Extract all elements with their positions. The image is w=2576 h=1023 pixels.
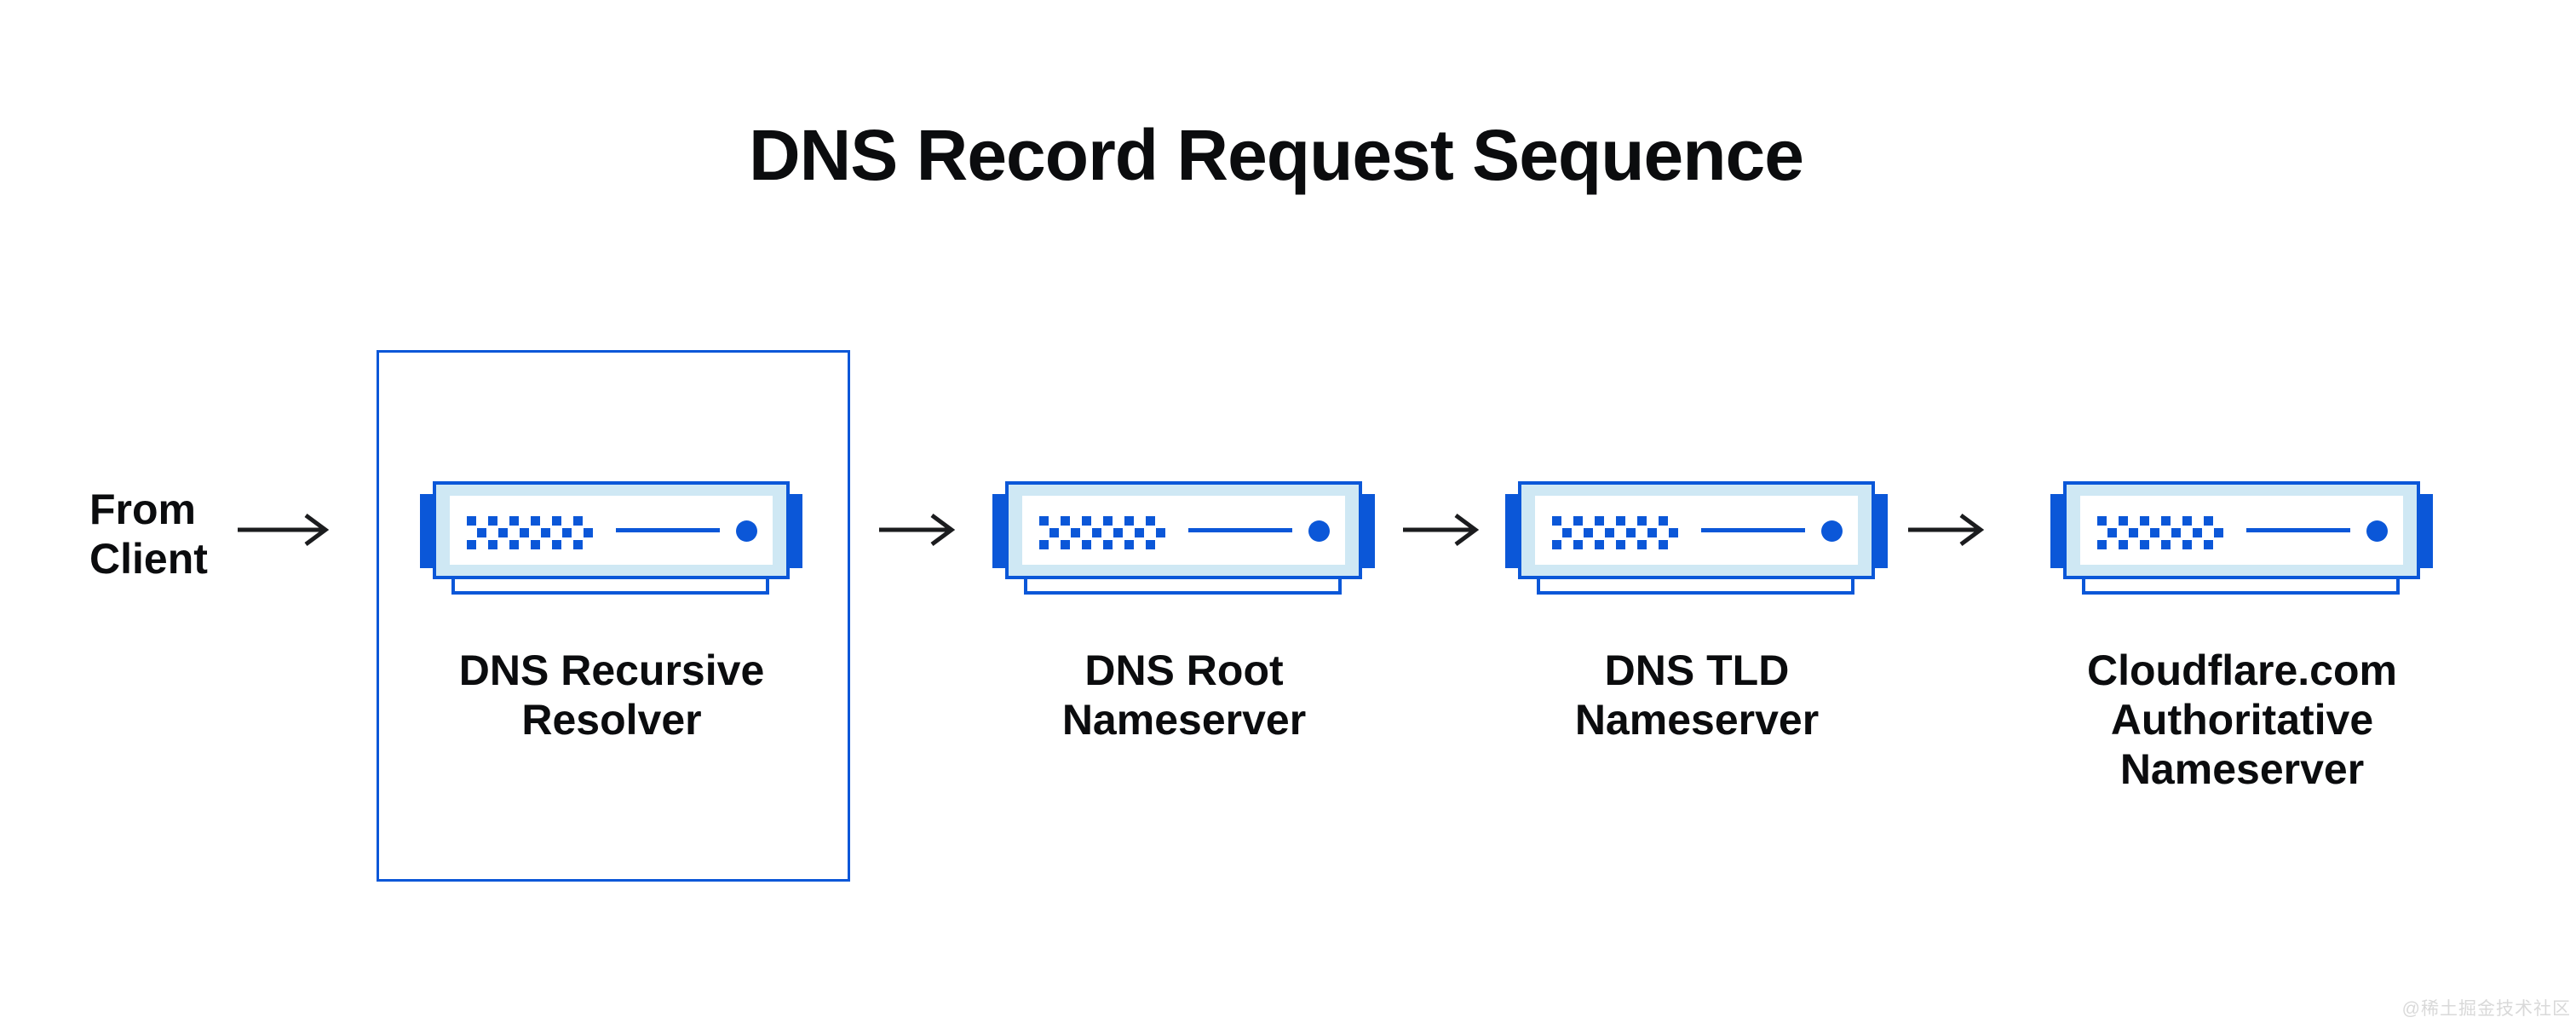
server-icon [420, 481, 802, 595]
arrow-tld-to-authoritative-icon [1908, 513, 1985, 547]
node-label-line: Cloudflare.com [2087, 647, 2397, 694]
server-front-panel [450, 496, 773, 565]
node-label-line: Authoritative [2110, 696, 2374, 744]
server-side-tab-left [992, 494, 1007, 568]
server-side-tab-left [2050, 494, 2065, 568]
server-icon [1505, 481, 1888, 595]
server-chassis [433, 481, 790, 579]
arrow-resolver-to-root-icon [879, 513, 956, 547]
server-side-tab-right [1873, 494, 1888, 568]
arrow-root-to-tld-icon [1403, 513, 1480, 547]
server-chassis [1005, 481, 1362, 579]
node-label-line: DNS TLD [1604, 647, 1790, 694]
node-label-line: Resolver [521, 696, 702, 744]
server-chassis [1518, 481, 1875, 579]
server-side-tab-left [1505, 494, 1520, 568]
watermark: @稀土掘金技术社区 [2401, 999, 2571, 1019]
server-front-panel [2080, 496, 2403, 565]
node-label-line: Nameserver [1574, 696, 1820, 744]
server-side-tab-left [420, 494, 434, 568]
node-label-line: Nameserver [1061, 696, 1307, 744]
server-vent-dots [1552, 516, 1688, 549]
from-client-line-1: From [89, 486, 196, 533]
server-vent-dots [467, 516, 603, 549]
diagram-title: DNS Record Request Sequence [748, 115, 1804, 195]
server-slot-line [1701, 528, 1805, 532]
node-label-authoritative-nameserver: Cloudflare.com Authoritative Nameserver [2021, 646, 2464, 794]
node-label-tld-nameserver: DNS TLD Nameserver [1475, 646, 1918, 744]
server-side-tab-right [1360, 494, 1375, 568]
server-power-led [2366, 520, 2388, 542]
highlight-box-recursive-resolver [377, 350, 850, 882]
server-vent-dots [2097, 516, 2234, 549]
from-client-line-2: Client [89, 535, 208, 583]
server-side-tab-right [788, 494, 802, 568]
server-front-panel [1535, 496, 1858, 565]
server-icon [992, 481, 1375, 595]
server-slot-line [616, 528, 720, 532]
server-icon [2050, 481, 2433, 595]
server-chassis [2063, 481, 2420, 579]
server-side-tab-right [2418, 494, 2433, 568]
server-slot-line [2246, 528, 2350, 532]
node-label-line: Nameserver [2119, 745, 2365, 793]
server-vent-dots [1039, 516, 1176, 549]
server-power-led [736, 520, 757, 542]
server-power-led [1308, 520, 1330, 542]
server-power-led [1821, 520, 1843, 542]
arrow-client-to-resolver-icon [238, 513, 330, 547]
node-label-line: DNS Recursive [458, 647, 765, 694]
server-front-panel [1022, 496, 1345, 565]
server-slot-line [1188, 528, 1292, 532]
node-label-recursive-resolver: DNS Recursive Resolver [390, 646, 833, 744]
from-client-label: From Client [89, 485, 208, 583]
node-label-root-nameserver: DNS Root Nameserver [963, 646, 1406, 744]
node-label-line: DNS Root [1084, 647, 1284, 694]
